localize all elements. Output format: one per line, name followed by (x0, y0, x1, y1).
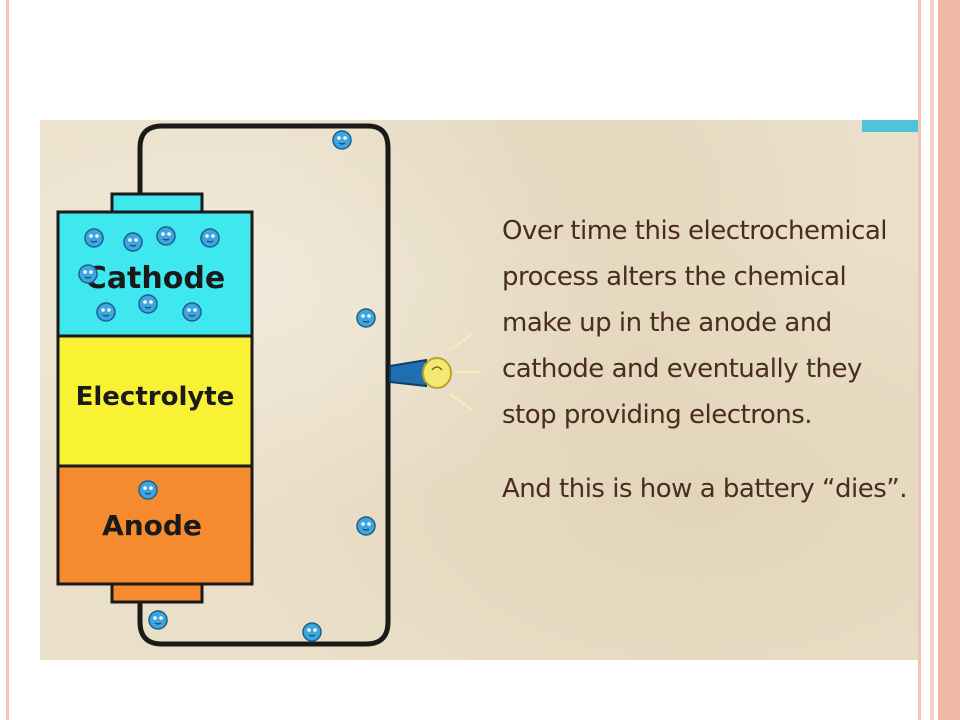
anode-terminal (110, 582, 204, 604)
slide-right-band (930, 0, 960, 720)
electron-icon (332, 130, 352, 150)
caption-paragraph-1: Over time this electrochemical process a… (502, 216, 888, 430)
circuit-wire (137, 123, 391, 647)
battery-illustration: Cathode Electrolyte Anode Over time this… (40, 120, 918, 660)
electron-icon (96, 302, 116, 322)
corner-accent (862, 120, 918, 132)
caption-paragraph-2: And this is how a battery “dies”. (502, 474, 908, 504)
electron-icon (156, 226, 176, 246)
slide-right-border (918, 0, 921, 720)
bulb-icon (389, 333, 480, 411)
electron-icon (200, 228, 220, 248)
anode-label: Anode (102, 509, 202, 542)
slide-left-border (6, 0, 9, 720)
cathode-terminal (110, 192, 204, 214)
electrons (78, 130, 376, 642)
caption: Over time this electrochemical process a… (502, 208, 912, 512)
cathode-label: Cathode (85, 261, 225, 296)
electron-icon (356, 308, 376, 328)
electron-icon (148, 610, 168, 630)
anode-cell (56, 464, 254, 586)
electron-icon (123, 232, 143, 252)
electron-icon (78, 264, 98, 284)
electron-icon (138, 294, 158, 314)
electrolyte-cell (56, 334, 254, 468)
electron-icon (356, 516, 376, 536)
electron-icon (84, 228, 104, 248)
electron-icon (302, 622, 322, 642)
electron-icon (182, 302, 202, 322)
battery-diagram: Cathode Electrolyte Anode (56, 123, 480, 647)
electron-icon (138, 480, 158, 500)
electrolyte-label: Electrolyte (76, 382, 235, 412)
